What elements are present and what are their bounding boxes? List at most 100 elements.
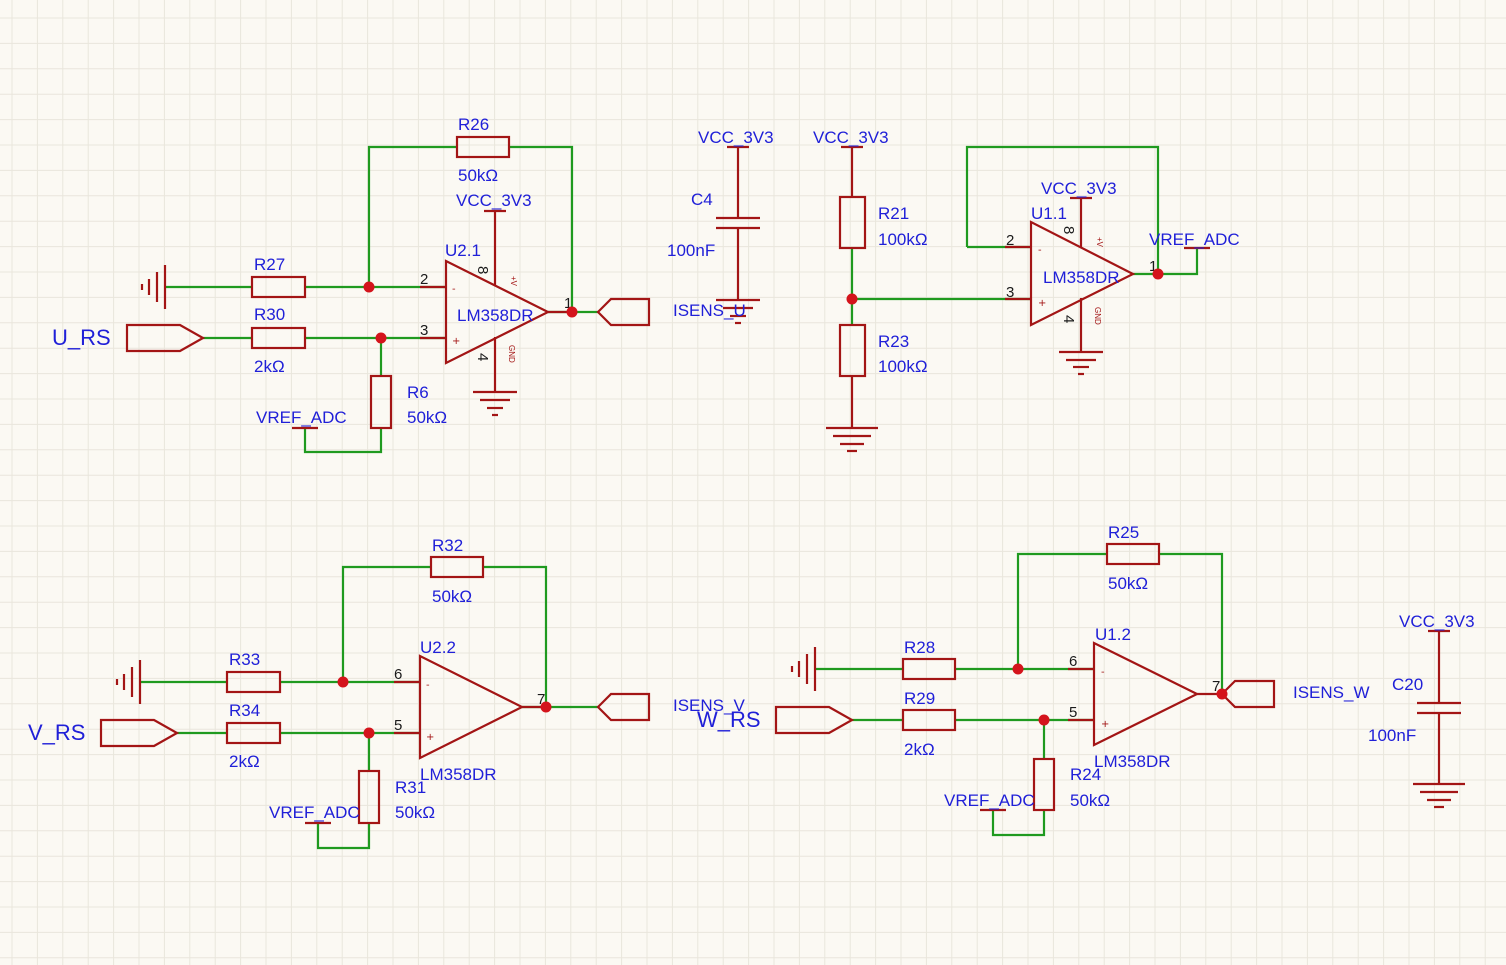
r23-ref: R23	[878, 332, 909, 351]
u1-1-minus-mark: -	[1038, 245, 1042, 256]
opamp-u2-2[interactable]: 6 5 7 - + U2.2 LM358DR	[394, 638, 546, 784]
resistor-r21[interactable]: VCC_3V3 R21 100kΩ	[813, 128, 928, 250]
u1-1-pin-out: 1	[1149, 258, 1157, 275]
resistor-r29[interactable]: R29 2kΩ	[901, 689, 957, 759]
resistor-r24[interactable]: R24 50kΩ	[1032, 757, 1110, 812]
ground-symbol-u-input	[140, 265, 167, 309]
r25-ref: R25	[1108, 523, 1139, 542]
u1-1-vplus-mark: +V	[1095, 237, 1104, 248]
input-port-u-rs[interactable]: U_RS	[52, 323, 206, 353]
junctions	[337, 268, 1228, 739]
junction-dot	[566, 306, 578, 318]
resistor-r30[interactable]: R30 2kΩ	[250, 305, 307, 376]
u1-1-part: LM358DR	[1043, 268, 1120, 287]
resistor-r32[interactable]: R32 50kΩ	[429, 536, 485, 606]
r31-ref: R31	[395, 778, 426, 797]
u1-2-pin-noninv: 5	[1069, 704, 1077, 721]
u1-2-plus-mark: +	[1101, 719, 1109, 730]
input-port-w-rs[interactable]: W_RS	[697, 705, 855, 735]
r34-value: 2kΩ	[229, 752, 260, 771]
output-port-isens-v[interactable]	[596, 692, 651, 722]
r6-ref: R6	[407, 383, 429, 402]
u2-2-part: LM358DR	[420, 765, 497, 784]
r31-value: 50kΩ	[395, 803, 435, 822]
r34-ref: R34	[229, 701, 260, 720]
u1-1-plus-mark: +	[1038, 298, 1046, 309]
resistor-r26[interactable]: R26 50kΩ	[455, 115, 511, 185]
opamp-u2-1[interactable]: 2 3 1 8 4 - + +V GND U2.1 LM358DR VCC_3V…	[420, 191, 572, 392]
junction-dot	[363, 727, 375, 739]
r29-ref: R29	[904, 689, 935, 708]
r33-ref: R33	[229, 650, 260, 669]
c20-vcc-label: VCC_3V3	[1399, 612, 1475, 631]
ground-symbol-u1-1	[1059, 350, 1103, 376]
junction-dot	[1012, 663, 1024, 675]
r25-value: 50kΩ	[1108, 574, 1148, 593]
u1-2-pin-inv: 6	[1069, 653, 1077, 670]
u2-1-pin-vplus: 8	[474, 266, 491, 274]
ground-symbol-r23	[826, 426, 878, 453]
vref-v-label: VREF_ADC	[269, 803, 360, 822]
u2-2-pin-noninv: 5	[394, 717, 402, 734]
u2-2-pin-out: 7	[537, 691, 545, 708]
u1-1-ref: U1.1	[1031, 204, 1067, 223]
opamp-u1-2[interactable]: 6 5 7 - + U1.2 LM358DR	[1068, 625, 1222, 771]
c4-ref: C4	[691, 190, 713, 209]
u2-1-vcc-label: VCC_3V3	[456, 191, 532, 210]
r21-vcc-label: VCC_3V3	[813, 128, 889, 147]
u1-1-vcc-label: VCC_3V3	[1041, 179, 1117, 198]
capacitor-c4[interactable]: VCC_3V3 C4 100nF ISENS_U	[667, 128, 774, 325]
junction-dot	[337, 676, 349, 688]
resistor-r23[interactable]: R23 100kΩ	[838, 323, 928, 428]
r32-ref: R32	[432, 536, 463, 555]
u2-2-plus-mark: +	[426, 732, 434, 743]
output-port-isens-w[interactable]: ISENS_W	[1220, 679, 1370, 709]
ground-symbol-w-input	[790, 647, 817, 691]
capacitor-c20[interactable]: VCC_3V3 C20 100nF	[1368, 612, 1475, 809]
c4-vcc-label: VCC_3V3	[698, 128, 774, 147]
u2-1-part: LM358DR	[457, 306, 534, 325]
opamp-u1-1[interactable]: 2 3 1 8 4 - + +V GND U1.1 LM358DR VCC_3V…	[1005, 179, 1157, 352]
c20-value: 100nF	[1368, 726, 1416, 745]
u2-2-pin-inv: 6	[394, 666, 402, 683]
u1-2-minus-mark: -	[1101, 667, 1105, 678]
isens-w-label: ISENS_W	[1293, 683, 1370, 702]
r27-ref: R27	[254, 255, 285, 274]
r23-value: 100kΩ	[878, 357, 928, 376]
u1-2-part: LM358DR	[1094, 752, 1171, 771]
junction-dot	[846, 293, 858, 305]
r26-ref: R26	[458, 115, 489, 134]
net-flag-vref-w: VREF_ADC	[944, 791, 1035, 812]
u1-1-pin-vplus: 8	[1060, 226, 1077, 234]
resistor-r25[interactable]: R25 50kΩ	[1105, 523, 1161, 593]
u1-2-ref: U1.2	[1095, 625, 1131, 644]
u2-2-ref: U2.2	[420, 638, 456, 657]
u2-1-pin-out: 1	[564, 295, 572, 312]
u-rs-label: U_RS	[52, 325, 111, 350]
net-flag-vref-buffer: VREF_ADC	[1149, 230, 1240, 250]
output-port-isens-u[interactable]	[596, 297, 651, 327]
junction-dot	[375, 332, 387, 344]
r28-ref: R28	[904, 638, 935, 657]
r24-value: 50kΩ	[1070, 791, 1110, 810]
u1-1-pin-noninv: 3	[1006, 284, 1014, 301]
resistor-r28[interactable]: R28	[901, 638, 957, 681]
resistor-r6[interactable]: R6 50kΩ	[369, 374, 447, 430]
u2-1-ref: U2.1	[445, 241, 481, 260]
resistor-r34[interactable]: R34 2kΩ	[225, 701, 282, 771]
u2-1-vplus-mark: +V	[509, 276, 518, 287]
input-port-v-rs[interactable]: V_RS	[28, 718, 180, 748]
resistor-r33[interactable]: R33	[225, 650, 282, 694]
r21-ref: R21	[878, 204, 909, 223]
r29-value: 2kΩ	[904, 740, 935, 759]
r21-value: 100kΩ	[878, 230, 928, 249]
u2-1-plus-mark: +	[452, 336, 460, 347]
r6-value: 50kΩ	[407, 408, 447, 427]
resistor-r27[interactable]: R27	[250, 255, 307, 299]
resistor-r31[interactable]: R31 50kΩ	[357, 769, 435, 825]
junction-dot	[1216, 688, 1228, 700]
r30-ref: R30	[254, 305, 285, 324]
u1-2-pin-out: 7	[1212, 678, 1220, 695]
